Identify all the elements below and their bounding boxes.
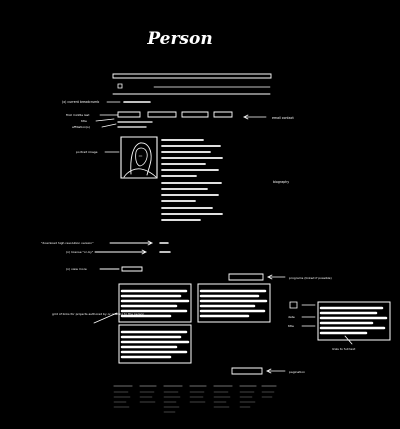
view-more-button	[122, 267, 142, 271]
label-date: date	[288, 315, 295, 319]
project-card-1	[119, 284, 191, 322]
project-detail-card	[318, 302, 390, 340]
header-bar	[113, 74, 271, 94]
label-view-more: (x) view more	[66, 267, 87, 271]
label-current-breadcrumb: (x) current breadcrumb	[62, 100, 99, 104]
biography-text	[162, 140, 222, 220]
label-programs: programs (linked if possible)	[289, 276, 332, 280]
label-pagination: pagination	[289, 370, 305, 374]
label-title: title	[81, 119, 87, 123]
label-biography: biography	[273, 180, 289, 184]
label-title-small: title	[288, 324, 294, 328]
project-card-2	[198, 284, 270, 322]
programs-box	[229, 274, 263, 280]
label-license: (x) license "cc-by"	[66, 250, 94, 254]
page-title: Person	[146, 29, 212, 49]
label-email-contact: email contact	[272, 116, 294, 120]
label-grid-of-links: grid of links for projects authored by o…	[52, 312, 144, 316]
pagination-box	[232, 368, 262, 374]
footer-links	[114, 386, 276, 412]
portrait-image	[121, 137, 157, 178]
label-affiliation: affiliation(s)	[72, 125, 90, 129]
label-links-full-text: links to full text	[332, 347, 356, 351]
label-name: first middle last	[66, 113, 90, 117]
project-card-3	[119, 325, 191, 363]
label-download-high-resolution: "download high resolution version"	[41, 241, 94, 245]
name-fields	[118, 112, 232, 127]
label-portrait-image: portrait image	[76, 150, 98, 154]
